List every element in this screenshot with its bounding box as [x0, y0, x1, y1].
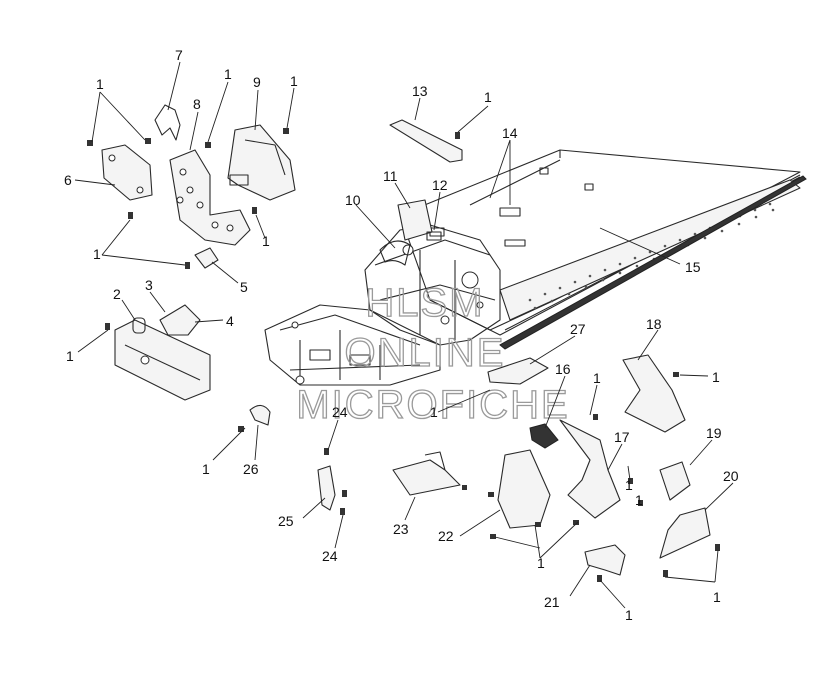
- part-8: [169, 149, 251, 246]
- part-26: [249, 404, 271, 426]
- part-7: [154, 104, 181, 141]
- callout-1: 1: [290, 73, 298, 89]
- part-6: [101, 144, 153, 201]
- callout-1: 1: [484, 89, 492, 105]
- callout-15: 15: [685, 259, 701, 275]
- callout-1: 1: [430, 404, 438, 420]
- callout-12: 12: [432, 177, 448, 193]
- fasteners: [87, 128, 720, 582]
- callout-1: 1: [262, 233, 270, 249]
- callout-11: 11: [383, 168, 398, 184]
- callout-17: 17: [614, 429, 630, 445]
- callout-23: 23: [393, 521, 409, 537]
- callout-3: 3: [145, 277, 153, 293]
- callout-6: 6: [64, 172, 72, 188]
- callout-1: 1: [635, 492, 643, 508]
- callout-8: 8: [193, 96, 201, 112]
- callout-19: 19: [706, 425, 722, 441]
- part-22: [497, 449, 551, 529]
- part-13: [389, 119, 463, 163]
- part-19: [659, 461, 691, 501]
- perforation-pattern: [528, 202, 775, 310]
- watermark-line-2: ONLINE: [345, 331, 506, 375]
- part-21: [584, 544, 626, 576]
- part-16: [529, 423, 559, 449]
- callout-1: 1: [713, 589, 721, 605]
- callout-1: 1: [224, 66, 232, 82]
- callout-2: 2: [113, 286, 121, 302]
- watermark-line-1: HLSM: [365, 281, 484, 325]
- chassis-frame: [264, 149, 807, 386]
- callout-13: 13: [412, 83, 428, 99]
- callout-1: 1: [712, 369, 720, 385]
- callout-24: 24: [322, 548, 338, 564]
- part-18: [622, 354, 686, 433]
- callout-1: 1: [593, 370, 601, 386]
- part-20: [659, 507, 711, 559]
- part-5: [194, 247, 219, 269]
- callout-26: 26: [243, 461, 259, 477]
- watermark: HLSM ONLINE MICROFICHE: [296, 280, 569, 427]
- part-23: [392, 459, 461, 496]
- callout-25: 25: [278, 513, 294, 529]
- callout-20: 20: [723, 468, 739, 484]
- callout-24: 24: [332, 404, 348, 420]
- callout-5: 5: [240, 279, 248, 295]
- part-4: [159, 304, 201, 336]
- callout-18: 18: [646, 316, 662, 332]
- callout-1: 1: [537, 555, 545, 571]
- part-2: [114, 319, 211, 401]
- part-25: [317, 465, 336, 511]
- callout-16: 16: [555, 361, 571, 377]
- callout-27: 27: [570, 321, 586, 337]
- callout-4: 4: [226, 313, 234, 329]
- part-9: [227, 124, 296, 201]
- callout-21: 21: [544, 594, 560, 610]
- callout-14: 14: [502, 125, 518, 141]
- callout-1: 1: [93, 246, 101, 262]
- callout-22: 22: [438, 528, 454, 544]
- callout-1: 1: [96, 76, 104, 92]
- watermark-line-3: MICROFICHE: [296, 383, 569, 427]
- part-17: [559, 419, 621, 519]
- callout-7: 7: [175, 47, 183, 63]
- leader-lines: [74, 61, 734, 609]
- callout-1: 1: [202, 461, 210, 477]
- callout-1: 1: [625, 607, 633, 623]
- callout-1: 1: [66, 348, 74, 364]
- callout-numbers: 1 7 1 8 9 1 6 13 1 14 11 12 10 1 1 5 2 3…: [64, 47, 739, 623]
- callout-9: 9: [253, 74, 261, 90]
- callout-1: 1: [625, 477, 633, 493]
- callout-10: 10: [345, 192, 361, 208]
